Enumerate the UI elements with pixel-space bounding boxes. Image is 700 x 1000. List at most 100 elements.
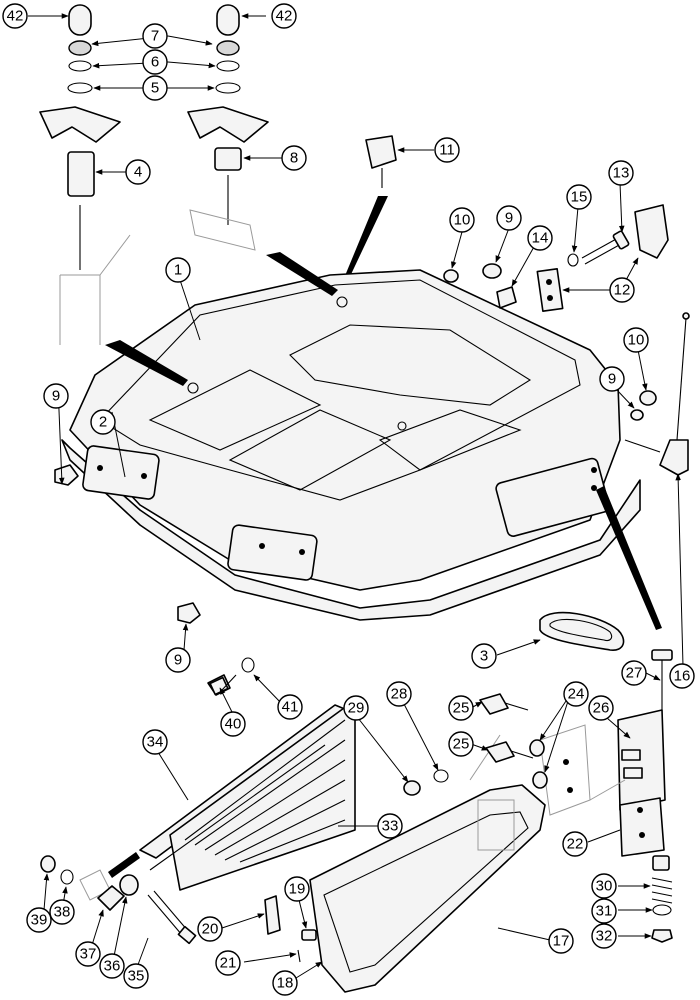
end-block <box>634 204 669 259</box>
callout-18: 18 <box>272 970 298 996</box>
callout-13: 13 <box>608 160 634 186</box>
svg-text:35: 35 <box>128 968 145 985</box>
callout-24: 24 <box>563 681 589 707</box>
callout-10: 10 <box>449 207 475 233</box>
callout-27: 27 <box>621 660 647 686</box>
svg-text:36: 36 <box>104 958 121 975</box>
washer-right <box>215 82 241 94</box>
roof-top-frame <box>99 279 581 501</box>
svg-text:26: 26 <box>593 700 610 717</box>
callout-40: 40 <box>220 711 246 737</box>
svg-text:42: 42 <box>7 8 24 25</box>
svg-text:38: 38 <box>54 904 71 921</box>
upper-right-hardware <box>443 204 669 421</box>
callout-36: 36 <box>99 953 125 979</box>
svg-text:9: 9 <box>608 371 616 388</box>
callout-22: 22 <box>562 831 588 857</box>
svg-text:28: 28 <box>391 686 408 703</box>
callout-37: 37 <box>75 941 101 967</box>
svg-text:19: 19 <box>289 881 306 898</box>
left-mount-assembly <box>39 4 131 345</box>
callout-39: 39 <box>26 907 52 933</box>
callout-42: 42 <box>271 3 297 29</box>
spacer-right <box>214 147 242 171</box>
post-ghost-left <box>59 234 131 345</box>
svg-text:10: 10 <box>454 212 471 229</box>
svg-text:25: 25 <box>453 736 470 753</box>
callout-41: 41 <box>277 694 303 720</box>
spacer-tube-left <box>67 151 95 197</box>
pointer-wedge-11 <box>342 196 388 285</box>
callout-3: 3 <box>471 643 497 669</box>
callout-5: 5 <box>142 75 168 101</box>
callout-30: 30 <box>591 873 617 899</box>
svg-text:29: 29 <box>348 700 365 717</box>
svg-text:15: 15 <box>571 189 588 206</box>
callout-42: 42 <box>2 3 28 29</box>
svg-text:27: 27 <box>626 665 643 682</box>
svg-text:42: 42 <box>276 8 293 25</box>
svg-text:5: 5 <box>151 80 159 97</box>
right-mount-assembly <box>187 4 269 251</box>
callout-8: 8 <box>281 145 307 171</box>
svg-text:25: 25 <box>453 700 470 717</box>
pointer-wedge-heater <box>108 852 140 878</box>
svg-text:24: 24 <box>568 686 585 703</box>
callout-21: 21 <box>215 950 241 976</box>
svg-text:31: 31 <box>596 903 613 920</box>
bushing-left <box>68 40 92 56</box>
washer-left <box>67 82 93 94</box>
cap-left <box>68 4 92 36</box>
callout-19: 19 <box>284 876 310 902</box>
roof-shell <box>61 252 662 630</box>
hinge-assembly <box>539 649 673 871</box>
roof-panel <box>289 324 532 406</box>
callout-11: 11 <box>434 137 460 163</box>
svg-text:22: 22 <box>567 836 584 853</box>
callout-33: 33 <box>377 813 403 839</box>
callout-32: 32 <box>591 923 617 949</box>
svg-text:2: 2 <box>99 414 107 431</box>
svg-text:10: 10 <box>628 332 645 349</box>
pointer-wedge-right <box>596 486 662 630</box>
callout-6: 6 <box>142 49 168 75</box>
svg-text:1: 1 <box>174 262 182 279</box>
roof-outer <box>69 269 621 591</box>
bottom-left-fasteners <box>40 674 548 963</box>
svg-text:9: 9 <box>174 652 182 669</box>
callout-9: 9 <box>165 647 191 673</box>
svg-text:9: 9 <box>52 388 60 405</box>
callout-1: 1 <box>165 257 191 283</box>
callout-9: 9 <box>43 383 69 409</box>
svg-text:41: 41 <box>282 699 299 716</box>
callout-4: 4 <box>125 159 151 185</box>
callout-10: 10 <box>623 327 649 353</box>
callout-29: 29 <box>343 695 369 721</box>
callout-20: 20 <box>197 916 223 942</box>
snap-ring-right <box>216 60 240 72</box>
callout-2: 2 <box>90 409 116 435</box>
clip-bolt <box>342 135 397 285</box>
callout-28: 28 <box>386 681 412 707</box>
svg-text:7: 7 <box>151 28 159 45</box>
svg-text:14: 14 <box>532 230 549 247</box>
svg-text:33: 33 <box>382 818 399 835</box>
svg-text:6: 6 <box>151 54 159 71</box>
seal-ring <box>539 611 625 651</box>
callout-25: 25 <box>448 731 474 757</box>
bracket-plate-right <box>187 106 269 143</box>
lamp-recess-right <box>495 457 610 537</box>
svg-text:37: 37 <box>80 946 97 963</box>
pointer-wedge-left <box>105 340 188 386</box>
cap-right <box>216 4 240 36</box>
svg-text:20: 20 <box>202 921 219 938</box>
callout-34: 34 <box>142 729 168 755</box>
svg-text:4: 4 <box>134 164 142 181</box>
svg-text:18: 18 <box>277 975 294 992</box>
svg-text:12: 12 <box>614 282 631 299</box>
callout-9: 9 <box>496 205 522 231</box>
callout-7: 7 <box>142 23 168 49</box>
svg-text:34: 34 <box>147 734 164 751</box>
cover-panel <box>309 734 546 993</box>
